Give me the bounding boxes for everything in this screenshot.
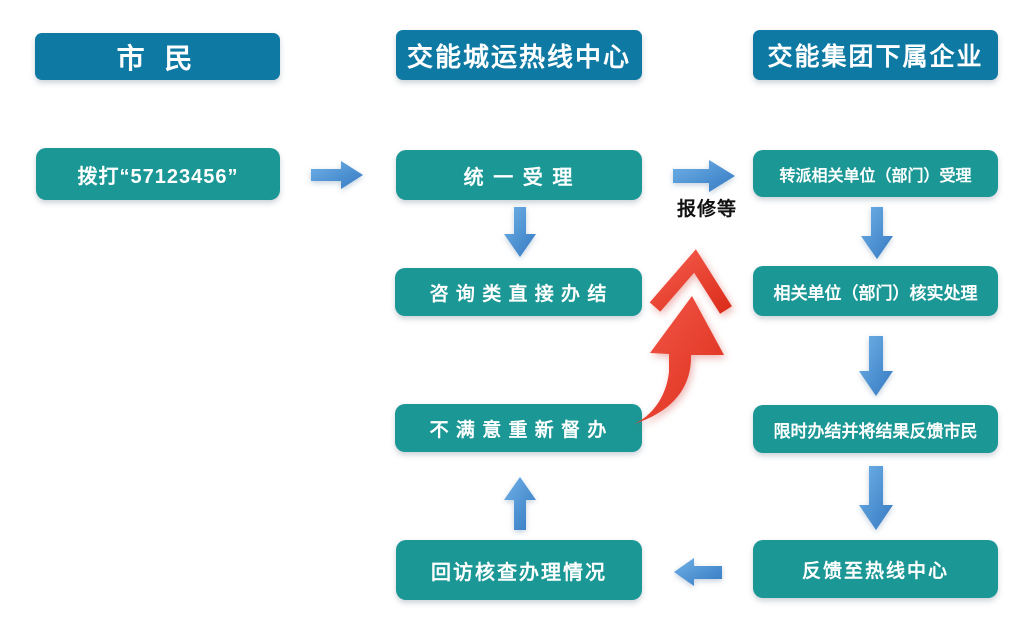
box-time-limit-result-feedback: 限时办结并将结果反馈市民 bbox=[753, 405, 998, 453]
arrow-left-icon bbox=[674, 558, 722, 586]
arrow-down-icon bbox=[504, 207, 536, 257]
arrow-right-icon bbox=[311, 161, 363, 189]
box-redo-supervision: 不 满 意 重 新 督 办 bbox=[395, 404, 642, 452]
box-feedback-to-hotline: 反馈至热线中心 bbox=[753, 540, 998, 598]
arrow-down-icon bbox=[859, 466, 893, 530]
box-callback-verification: 回访核查办理情况 bbox=[396, 540, 642, 600]
repair-label: 报修等 bbox=[676, 199, 737, 220]
box-dispatch-acceptance: 转派相关单位（部门）受理 bbox=[753, 150, 998, 197]
arrow-down-icon bbox=[861, 207, 893, 259]
arrow-up-icon bbox=[504, 477, 536, 530]
curved-red-arrow-icon bbox=[634, 249, 732, 424]
box-verify-handle: 相关单位（部门）核实处理 bbox=[753, 266, 998, 316]
header-citizen: 市 民 bbox=[35, 33, 280, 80]
box-dial-hotline: 拨打“57123456” bbox=[36, 148, 280, 200]
arrow-down-icon bbox=[859, 336, 893, 396]
header-group-subsidiaries: 交能集团下属企业 bbox=[753, 30, 998, 80]
box-consultation-direct-close: 咨 询 类 直 接 办 结 bbox=[395, 268, 642, 316]
box-unified-acceptance: 统 一 受 理 bbox=[396, 150, 642, 200]
arrow-right-icon bbox=[673, 160, 735, 192]
header-hotline-center: 交能城运热线中心 bbox=[396, 30, 642, 80]
